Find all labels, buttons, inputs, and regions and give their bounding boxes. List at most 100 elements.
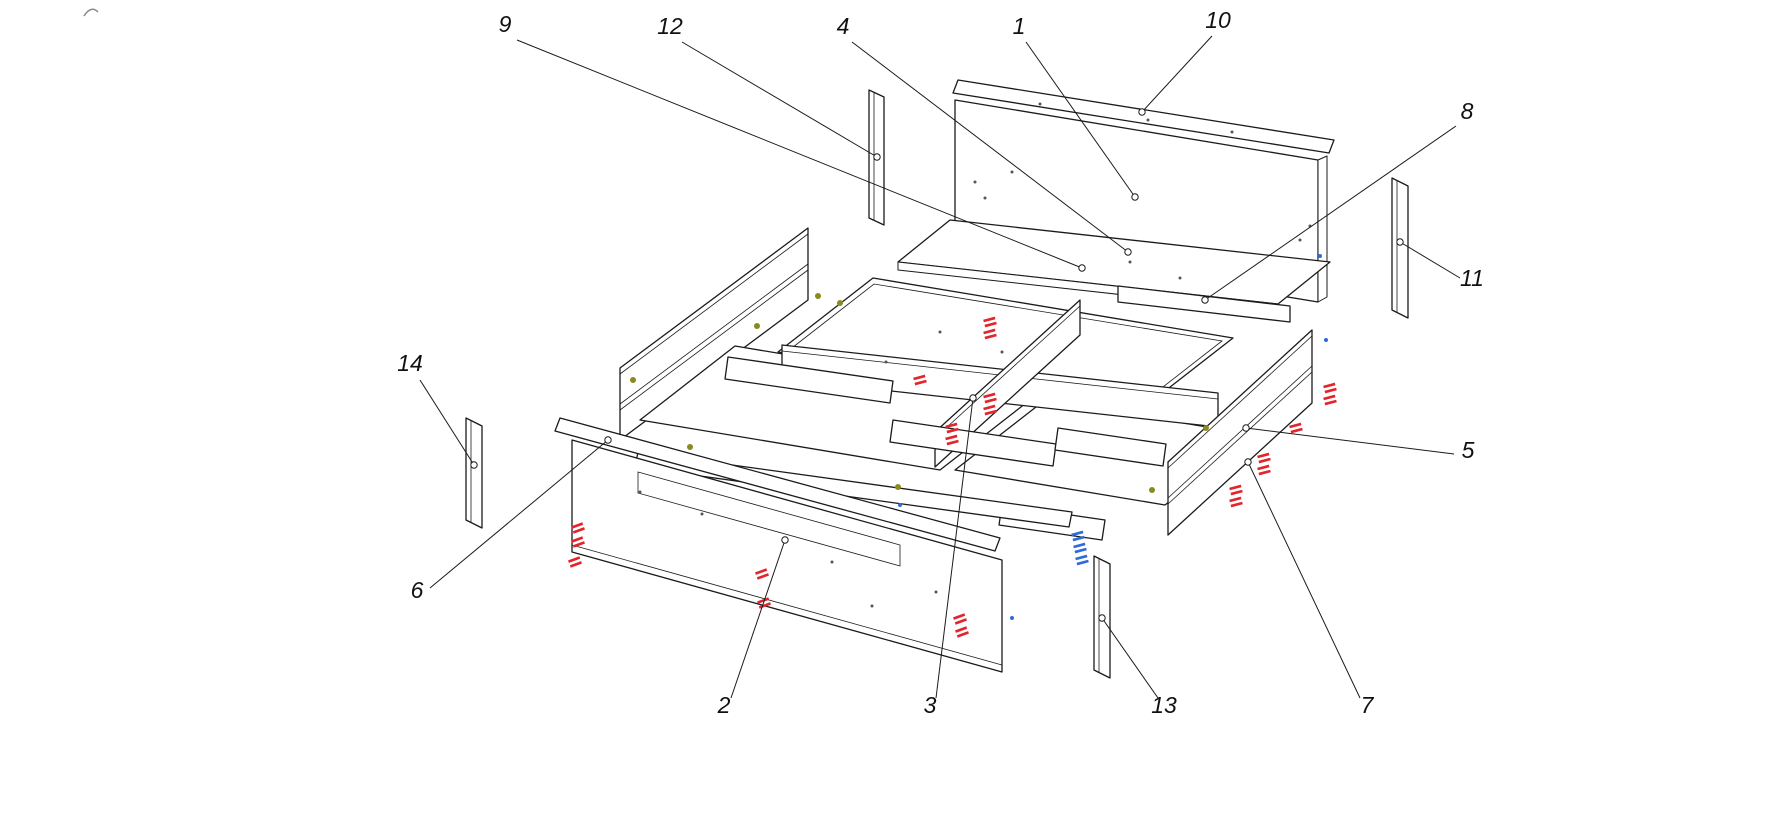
fastener-mark (945, 422, 959, 434)
callout-leader-2 (730, 539, 786, 699)
back-panel-side-edge (1317, 155, 1328, 303)
callout-leader-14 (419, 379, 475, 466)
fastener-mark (571, 522, 585, 534)
fastener-mark (1257, 464, 1271, 476)
callout-target-dot-1 (1131, 193, 1139, 201)
screw-mark-blue (898, 503, 902, 507)
callout-target-dot-5 (1242, 424, 1250, 432)
fastener-mark (955, 626, 969, 638)
callout-label-8: 8 (1461, 98, 1474, 124)
pilot-hole-mark (884, 360, 888, 364)
callout-target-dot-7 (1244, 458, 1252, 466)
callout-label-3: 3 (924, 692, 937, 718)
callout-leader-10 (1141, 35, 1213, 113)
dowel-mark (630, 377, 636, 383)
callout-target-dot-6 (604, 436, 612, 444)
callout-label-13: 13 (1151, 692, 1177, 718)
pilot-hole-mark (1230, 130, 1234, 134)
pilot-hole-mark (1038, 102, 1042, 106)
screw-mark-blue (1010, 616, 1014, 620)
fastener-mark (913, 374, 927, 386)
callout-label-2: 2 (717, 692, 731, 718)
callout-leader-4 (851, 41, 1129, 253)
callout-target-dot-14 (470, 461, 478, 469)
callout-leader-11 (1399, 241, 1461, 279)
hardware-marks-layer (568, 102, 1337, 638)
dowel-mark (837, 300, 843, 306)
part-6-front-rail (554, 417, 1001, 552)
fastener-mark (755, 568, 769, 580)
dowel-mark (687, 444, 693, 450)
pilot-hole-mark (1128, 260, 1132, 264)
callout-leader-7 (1247, 461, 1361, 699)
callout-target-dot-9 (1078, 264, 1086, 272)
callout-target-dot-10 (1138, 108, 1146, 116)
callout-leader-13 (1101, 617, 1159, 699)
fastener-mark (1229, 496, 1243, 508)
callout-label-7: 7 (1361, 692, 1375, 718)
callout-label-5: 5 (1462, 437, 1475, 463)
fastener-mark (1323, 382, 1337, 394)
callout-target-dot-2 (781, 536, 789, 544)
callout-leader-6 (429, 439, 609, 589)
center-divider-cross (934, 299, 1081, 468)
pilot-hole-mark (973, 180, 977, 184)
callout-leader-3 (935, 397, 974, 699)
fastener-mark (757, 597, 771, 609)
pilot-hole-mark (1298, 238, 1302, 242)
part-2-front-panel (571, 439, 1003, 673)
fastener-mark (1323, 394, 1337, 406)
fastener-mark (1257, 452, 1271, 464)
front-panel-recess (637, 471, 901, 567)
callout-target-dot-8 (1201, 296, 1209, 304)
slat-left (724, 356, 894, 404)
fastener-mark (1073, 542, 1087, 554)
dowel-mark (815, 293, 821, 299)
fastener-mark (1071, 530, 1085, 542)
pilot-hole-mark (934, 590, 938, 594)
callout-leader-9 (516, 39, 1083, 269)
part-10-top-rail (952, 79, 1335, 154)
screw-mark-blue (1318, 254, 1322, 258)
fastener-mark (945, 434, 959, 446)
callout-label-4: 4 (837, 13, 850, 39)
callout-label-11: 11 (1460, 265, 1484, 291)
stray-mark (83, 8, 99, 17)
callout-leader-12 (681, 41, 878, 158)
part-8-support-rail (1117, 285, 1291, 323)
callout-leader-5 (1245, 427, 1455, 455)
dowel-mark (754, 323, 760, 329)
pilot-hole-mark (1146, 118, 1150, 122)
callout-target-dot-4 (1124, 248, 1132, 256)
pilot-hole-mark (870, 604, 874, 608)
part-11-vertical-slat (1391, 177, 1409, 319)
pilot-hole-mark (1000, 350, 1004, 354)
left-side-rails (619, 227, 809, 441)
callout-target-dot-11 (1396, 238, 1404, 246)
screw-mark-blue (1324, 338, 1328, 342)
pilot-hole-mark (983, 196, 987, 200)
dowel-mark (1149, 487, 1155, 493)
callout-label-1: 1 (1013, 13, 1026, 39)
pilot-hole-mark (700, 512, 704, 516)
parts-5-7-right-side-rails (1167, 329, 1313, 536)
fastener-mark (1289, 422, 1303, 434)
fastener-mark (983, 404, 997, 416)
fastener-mark (568, 556, 582, 568)
pilot-hole-mark (1178, 276, 1182, 280)
pilot-hole-mark (1010, 170, 1014, 174)
callout-target-dot-13 (1098, 614, 1106, 622)
fastener-mark (983, 392, 997, 404)
dowel-mark (1203, 425, 1209, 431)
callout-label-14: 14 (397, 350, 423, 376)
dowel-mark (895, 484, 901, 490)
slat-right (1054, 427, 1167, 467)
fastener-mark (1229, 484, 1243, 496)
part-14-vertical-slat (465, 417, 483, 529)
callout-leader-8 (1204, 125, 1457, 301)
pilot-hole-mark (938, 330, 942, 334)
callout-target-dot-12 (873, 153, 881, 161)
